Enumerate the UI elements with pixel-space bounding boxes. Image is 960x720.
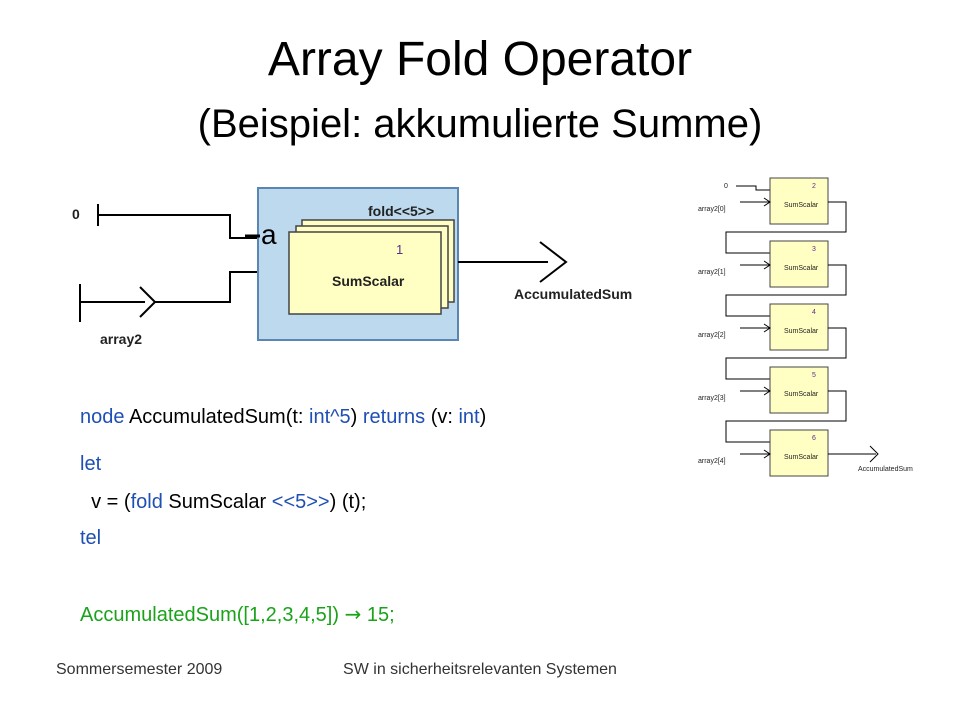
- unrolled-stage-operator: SumScalar: [784, 391, 819, 398]
- slide-subtitle: (Beispiel: akkumulierte Summe): [197, 102, 763, 146]
- code-assign-pre: v = (: [80, 491, 131, 513]
- unrolled-stage-number: 3: [812, 246, 816, 253]
- unrolled-stage-number: 2: [812, 183, 816, 190]
- code-assign-post: ) (t);: [329, 491, 367, 513]
- unrolled-output-label: AccumulatedSum: [858, 466, 913, 473]
- unrolled-stage-operator: SumScalar: [784, 328, 819, 335]
- fold-size: <<5>>: [271, 491, 330, 513]
- unrolled-stage-number: 6: [812, 435, 816, 442]
- footer-semester: Sommersemester 2009: [56, 661, 223, 678]
- unrolled-stage-input: array2[4]: [698, 458, 726, 465]
- type-int5: int^5: [309, 406, 351, 428]
- type-int: int: [458, 406, 480, 428]
- unrolled-stage-input: array2[0]: [698, 206, 726, 213]
- unrolled-stage-number: 5: [812, 372, 816, 379]
- code-line-tel: tel: [80, 526, 101, 550]
- unrolled-stage-input-chevron: [763, 386, 771, 396]
- code-line-node: node AccumulatedSum(t: int^5) returns (v…: [80, 405, 486, 429]
- unrolled-chain-wire: [725, 201, 847, 254]
- unrolled-stage-input-chevron: [763, 323, 771, 333]
- fold-input-array-link: [155, 271, 258, 303]
- unrolled-stage-box: [769, 303, 829, 351]
- code-returns-var: (v:: [425, 406, 459, 428]
- code-signature: AccumulatedSum(t:: [124, 406, 310, 428]
- unrolled-stage-box: [769, 240, 829, 288]
- unrolled-stage-number: 4: [812, 309, 816, 316]
- fold-label: fold<<5>>: [368, 203, 434, 219]
- kw-fold: fold: [130, 491, 163, 513]
- code-line-example: AccumulatedSum([1,2,3,4,5]) → 15;: [80, 602, 395, 627]
- example-call: AccumulatedSum([1,2,3,4,5]): [80, 604, 340, 626]
- kw-returns: returns: [362, 406, 426, 428]
- unrolled-stage-box: [769, 429, 829, 477]
- fold-iter-symbol: a: [261, 219, 277, 250]
- code-end: ): [479, 406, 487, 428]
- footer-course: SW in sicherheitsrelevanten Systemen: [343, 661, 617, 678]
- operator-box: [288, 231, 442, 315]
- fold-output-chevron: [539, 241, 568, 283]
- operator-name: SumScalar: [332, 273, 405, 289]
- unrolled-input-zero-wire: [736, 185, 770, 191]
- kw-tel: tel: [80, 527, 102, 549]
- arrow-icon: →: [344, 602, 362, 626]
- code-assign-mid: SumScalar: [162, 491, 272, 513]
- fold-input-array-label: array2: [100, 331, 142, 347]
- code-line-let: let: [80, 452, 101, 476]
- fold-output-label: AccumulatedSum: [514, 286, 632, 302]
- unrolled-output-chevron: [869, 445, 879, 463]
- fold-input-zero-wire: [98, 214, 258, 239]
- code-line-assign: v = (fold SumScalar <<5>>) (t);: [80, 490, 366, 514]
- unrolled-chain-wire: [725, 390, 847, 443]
- unrolled-stage-operator: SumScalar: [784, 454, 819, 461]
- unrolled-stage-box: [769, 366, 829, 414]
- code-close: ): [350, 406, 363, 428]
- example-result: 15;: [361, 604, 395, 626]
- unrolled-stage-input-chevron: [763, 260, 771, 270]
- fold-input-zero: 0: [72, 206, 80, 222]
- unrolled-chain-wire: [725, 264, 847, 317]
- unrolled-stage-input: array2[1]: [698, 269, 726, 276]
- slide-title: Array Fold Operator: [267, 33, 693, 86]
- unrolled-chain-wire: [725, 327, 847, 380]
- kw-let: let: [80, 453, 102, 475]
- unrolled-stage-operator: SumScalar: [784, 202, 819, 209]
- unrolled-input-zero: 0: [724, 183, 728, 190]
- unrolled-stage-box: [769, 177, 829, 225]
- unrolled-stage-input-chevron: [763, 197, 771, 207]
- unrolled-stage-operator: SumScalar: [784, 265, 819, 272]
- unrolled-stage-input: array2[3]: [698, 395, 726, 402]
- unrolled-stage-input-chevron: [763, 449, 771, 459]
- unrolled-stage-input: array2[2]: [698, 332, 726, 339]
- kw-node: node: [80, 406, 125, 428]
- operator-number: 1: [396, 242, 403, 257]
